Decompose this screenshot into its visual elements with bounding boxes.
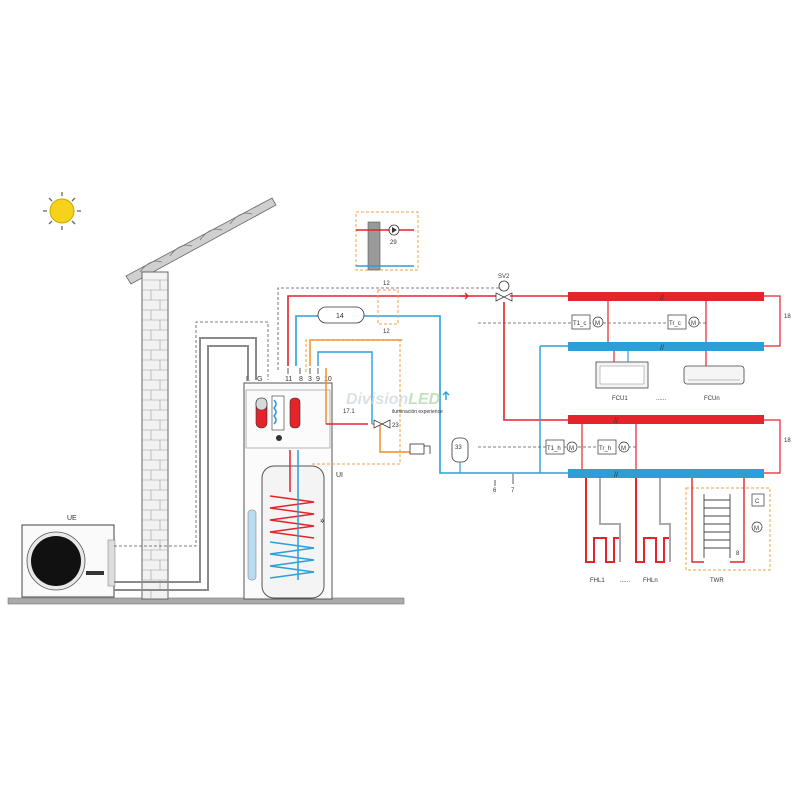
watermark-led: LED [408,391,440,408]
fhl1-loop: FHL1 [585,478,621,584]
item-12-box [377,289,399,325]
item-12-top-label: 12 [383,281,390,287]
valve-23-icon [373,419,391,429]
item-18-top-label: 18 [784,314,791,320]
brick-wall [141,271,169,600]
fcu1-unit: FCU1 [595,351,649,402]
terminal-G: G [257,376,262,383]
item-8-label: 8 [736,551,740,557]
terminal-8: 8 [299,376,303,383]
terminal-10: 10 [324,376,332,383]
fcun-label: FCUn [704,396,720,402]
fcu1-label: FCU1 [612,396,628,402]
fhln-loop: FHLn [635,478,671,584]
sv2-label: SV2 [498,274,510,280]
indoor-unit-label: UI [336,472,343,479]
svg-text://: // [660,345,664,352]
svg-text://: // [660,295,664,302]
item-12-mid-label: 12 [383,329,390,335]
motor-m-label-3: M [569,446,574,452]
upper-manifold-supply: // [568,292,764,302]
svg-text:DivisionLED: DivisionLED [346,391,441,408]
terminal-3: 3 [308,376,312,383]
motor-m-label-2: M [691,321,696,327]
svg-text://: // [614,472,618,479]
item-18-bottom-label: 18 [784,438,791,444]
tank-coil-cold [269,541,315,579]
fhln-label: FHLn [643,578,658,584]
towel-radiator: C M 8 TWR [685,478,771,584]
pump-29-label: 29 [390,240,397,246]
upper-manifold-return: // [568,342,764,352]
item-17-1-label: 17.1 [343,409,355,415]
trc-label: Tr_c [669,321,681,327]
indoor-unit: L G 11 8 3 9 10 UI ✲ [243,368,343,600]
roof [125,197,277,285]
fhl1-label: FHL1 [590,578,605,584]
fhl-ellipsis: ...... [620,578,630,584]
watermark-tagline: iluminación experience [392,409,443,415]
fcu-ellipsis: ...... [656,396,666,402]
t1h-label: T1_h [547,446,561,452]
buffer-tank-14 [317,306,365,324]
ground-line [7,597,405,605]
motor-m-label-4: M [621,446,626,452]
t1c-label: T1_c [573,321,586,327]
lower-manifold-return: // [568,469,764,479]
fan-icon [31,536,81,586]
terminal-9: 9 [316,376,320,383]
item-6-label: 6 [493,488,497,494]
twr-label: TWR [710,578,724,584]
terminal-L: L [246,376,250,383]
terminal-11: 11 [285,376,292,383]
item-14-label: 14 [336,313,344,320]
lower-controls: T1_h M Tr_h M [545,424,637,469]
motor-m-label-5: M [754,526,759,532]
solar-pump-group: 29 12 [355,211,419,287]
outdoor-unit-label: UE [67,515,77,522]
trh-label: Tr_h [599,446,611,452]
faucet-icon [409,443,431,455]
svg-text://: // [614,418,618,425]
lower-manifold-supply: // [568,415,764,425]
tank-coil-hot [269,495,315,539]
item-7-label: 7 [511,488,515,494]
upper-controls: T1_c M Tr_c M [571,301,707,342]
item-23-label: 23 [392,423,399,429]
fcun-unit: FCUn [683,351,745,402]
svg-text:✲: ✲ [320,518,325,525]
watermark-brand: Division [346,391,408,408]
item-33-label: 33 [455,445,462,451]
controller-c-label: C [755,499,760,505]
refrigerant-lines [114,321,269,591]
watermark: DivisionLED iluminación experience [346,391,443,415]
outdoor-unit: UE [21,515,116,598]
sv2-valve-icon [495,280,513,302]
motor-m-label-1: M [595,321,600,327]
sun-icon [43,192,81,230]
